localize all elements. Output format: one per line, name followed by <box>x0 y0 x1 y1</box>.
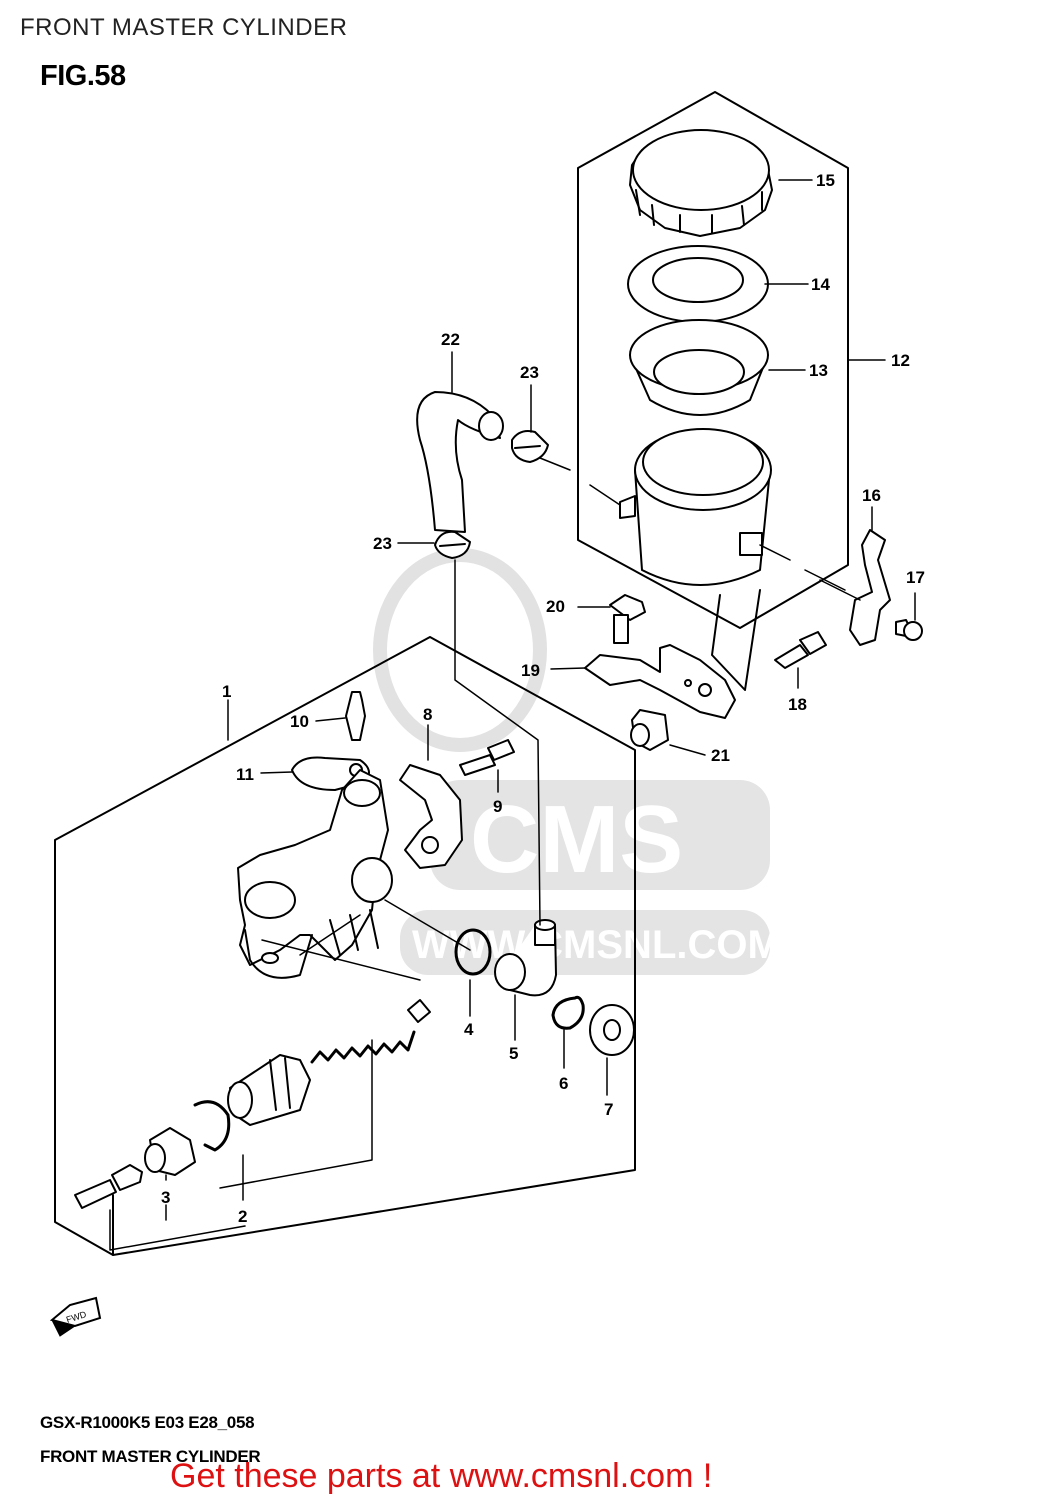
callout-20: 20 <box>546 597 565 616</box>
callout-8: 8 <box>423 705 432 724</box>
callout-19: 19 <box>521 661 540 680</box>
hose-clamp-lower-icon <box>434 530 471 559</box>
o-ring-icon <box>454 928 492 976</box>
bracket-icon <box>849 529 891 646</box>
callout-16: 16 <box>862 486 881 505</box>
page-title: FRONT MASTER CYLINDER <box>20 14 348 41</box>
piston-circlip-icon <box>193 1100 231 1152</box>
callout-3: 3 <box>161 1188 170 1207</box>
master-cylinder-holder-icon <box>399 764 463 869</box>
model-code: GSX-R1000K5 E03 E28_058 <box>40 1413 255 1432</box>
callout-18: 18 <box>788 695 807 714</box>
reservoir-group-outline <box>577 91 849 629</box>
callout-7: 7 <box>604 1100 613 1119</box>
bracket-screw-icon <box>895 619 923 641</box>
callout-15: 15 <box>816 171 835 190</box>
cylinder-group-outline <box>54 636 636 1256</box>
piston-spring-icon <box>310 1030 416 1064</box>
callout-23-lower: 23 <box>373 534 392 553</box>
holder-bolt-icon <box>459 739 515 776</box>
leader-lines <box>109 179 916 1251</box>
diagram-name: FRONT MASTER CYLINDER <box>40 1447 261 1466</box>
stay-bolt-icon <box>609 594 646 644</box>
callout-11: 11 <box>236 765 254 784</box>
callout-10: 10 <box>290 712 309 731</box>
callout-9: 9 <box>493 797 502 816</box>
reservoir-icon <box>619 428 772 691</box>
callout-4: 4 <box>464 1020 474 1039</box>
callout-2: 2 <box>238 1207 247 1226</box>
diaphragm-icon <box>629 319 769 416</box>
reservoir-bolt-icon <box>774 631 827 669</box>
diaphragm-plate-icon <box>627 245 769 323</box>
rubber-collar-icon <box>630 709 669 751</box>
watermark-brand: CMS <box>470 786 683 893</box>
callout-21: 21 <box>711 746 730 765</box>
reservoir-stay-icon <box>584 644 736 719</box>
master-cylinder-body-icon <box>237 769 393 979</box>
callout-labels: 15 14 13 12 22 23 23 16 17 20 19 18 21 1… <box>161 171 925 1226</box>
callout-13: 13 <box>809 361 828 380</box>
callout-6: 6 <box>559 1074 568 1093</box>
callout-12: 12 <box>891 351 910 370</box>
reservoir-cap-icon <box>629 129 773 237</box>
figure-label: FIG.58 <box>40 60 126 92</box>
fwd-arrow-icon: FWD <box>49 1296 102 1337</box>
bleeder-valve-icon <box>345 691 366 741</box>
callout-17: 17 <box>906 568 925 587</box>
dust-boot-icon <box>589 1004 635 1056</box>
circlip-icon <box>551 995 585 1030</box>
piston-set-icon <box>227 1054 311 1126</box>
callout-22: 22 <box>441 330 460 349</box>
callout-14: 14 <box>811 275 830 294</box>
hose-clamp-upper-icon <box>511 430 549 463</box>
callout-5: 5 <box>509 1044 518 1063</box>
push-rod-icon <box>74 1164 143 1209</box>
push-rod-boot-icon <box>144 1127 196 1176</box>
callout-1: 1 <box>222 682 231 701</box>
hose-union-icon <box>494 919 557 997</box>
reservoir-hose-icon <box>416 391 504 533</box>
parts-link[interactable]: Get these parts at www.cmsnl.com ! <box>170 1457 713 1495</box>
callout-23-upper: 23 <box>520 363 539 382</box>
